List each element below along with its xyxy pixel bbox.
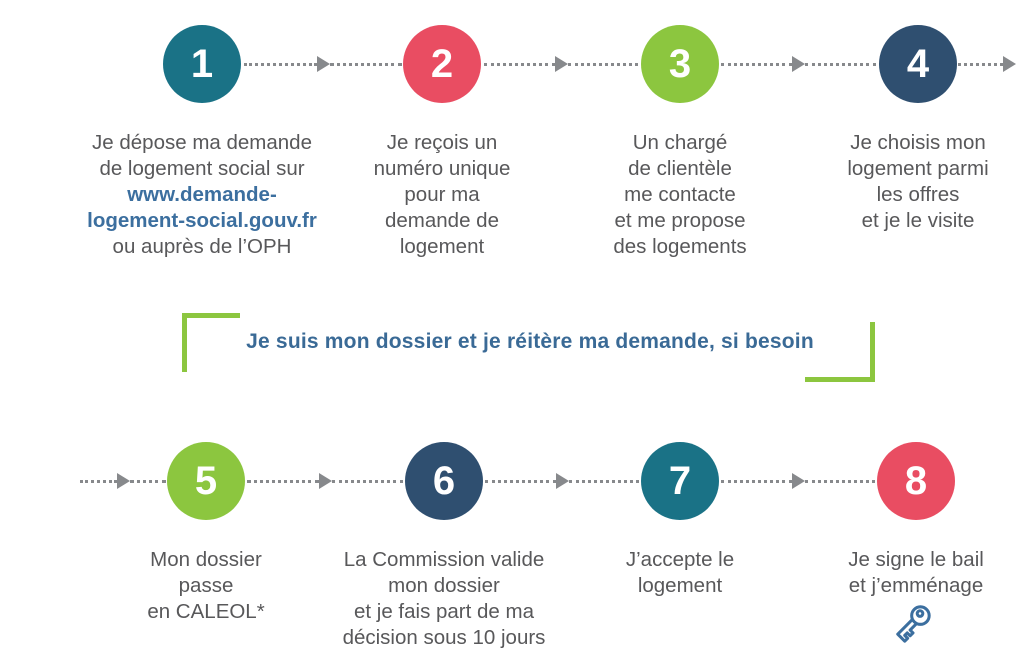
step-6-number-badge: 6	[405, 442, 483, 520]
step-caption-line: décision sous 10 jours	[342, 626, 546, 649]
step-caption-line: ou auprès de l’OPH	[112, 235, 292, 258]
step-caption-line: demande de	[385, 209, 499, 232]
dotted-arrow-connector	[244, 56, 402, 72]
arrowhead-icon	[116, 473, 130, 489]
step-caption-line: et j’emménage	[848, 574, 984, 597]
step-caption-line: passe	[178, 574, 234, 597]
step-3: 3 Un chargé de clientèle me contacte et …	[570, 25, 790, 260]
step-1: 1 Je dépose ma demande de logement socia…	[67, 25, 337, 260]
step-caption-line: Je reçois un	[386, 131, 498, 154]
step-5-number-badge: 5	[167, 442, 245, 520]
dotted-line	[485, 479, 556, 483]
dotted-line	[721, 62, 792, 66]
step-5: 5 Mon dossier passe en CALEOL*	[96, 442, 316, 625]
dotted-arrow-connector	[958, 56, 1016, 72]
step-7-caption: J’accepte le logement	[570, 547, 790, 599]
step-6-caption: La Commission valide mon dossier et je f…	[314, 547, 574, 651]
dotted-line	[721, 479, 792, 483]
dotted-arrow-connector	[721, 473, 875, 489]
green-bracket-bottom-right	[805, 322, 875, 382]
step-8: 8 Je signe le bail et j’emménage	[806, 442, 1024, 599]
step-caption-line: La Commission valide	[343, 548, 545, 571]
step-1-caption: Je dépose ma demande de logement social …	[67, 130, 337, 260]
step-caption-line: Je dépose ma demande	[92, 131, 312, 154]
step-caption-line: de clientèle	[628, 157, 732, 180]
step-2-caption: Je reçois un numéro unique pour ma deman…	[332, 130, 552, 260]
dotted-line	[80, 479, 117, 483]
step-caption-line: et je le visite	[861, 209, 975, 232]
step-caption-line: Un chargé	[632, 131, 728, 154]
green-bracket-top-left	[182, 313, 240, 372]
dotted-line	[244, 62, 317, 66]
step-3-number-badge: 3	[641, 25, 719, 103]
step-1-number-badge: 1	[163, 25, 241, 103]
step-caption-line: numéro unique	[373, 157, 511, 180]
step-caption-line: en CALEOL*	[147, 600, 265, 623]
step-7-number-badge: 7	[641, 442, 719, 520]
dotted-line	[247, 479, 319, 483]
key-icon	[884, 594, 942, 652]
step-7: 7 J’accepte le logement	[570, 442, 790, 599]
dotted-line	[331, 479, 403, 483]
step-8-caption: Je signe le bail et j’emménage	[806, 547, 1024, 599]
step-caption-line: et me propose	[614, 209, 746, 232]
step-2: 2 Je reçois un numéro unique pour ma dem…	[332, 25, 552, 260]
step-4-caption: Je choisis mon logement parmi les offres…	[798, 130, 1024, 234]
arrowhead-icon	[316, 56, 330, 72]
step-8-number-badge: 8	[877, 442, 955, 520]
arrowhead-icon	[555, 473, 569, 489]
dotted-line	[958, 62, 1003, 66]
step-3-caption: Un chargé de clientèle me contacte et me…	[570, 130, 790, 260]
dotted-line	[804, 479, 875, 483]
arrowhead-icon	[554, 56, 568, 72]
step-caption-line: les offres	[876, 183, 960, 206]
step-caption-line: Mon dossier	[150, 548, 262, 571]
step-caption-line: et je fais part de ma	[353, 600, 535, 623]
dotted-line	[567, 62, 638, 66]
website-url-link[interactable]: www.demande-	[127, 183, 277, 206]
step-caption-line: des logements	[613, 235, 747, 258]
arrowhead-icon	[1003, 56, 1016, 72]
arrowhead-icon	[792, 56, 805, 72]
dotted-line	[568, 479, 639, 483]
step-caption-line: logement	[637, 574, 723, 597]
dotted-arrow-connector	[80, 473, 166, 489]
arrowhead-icon	[791, 473, 805, 489]
follow-up-banner-text: Je suis mon dossier et je réitère ma dem…	[246, 330, 814, 353]
step-caption-line: me contacte	[624, 183, 736, 206]
step-caption-line: mon dossier	[388, 574, 500, 597]
step-caption-line: Je signe le bail	[848, 548, 984, 571]
dotted-line	[484, 62, 555, 66]
step-caption-line: pour ma	[404, 183, 480, 206]
step-caption-line: logement parmi	[847, 157, 989, 180]
step-2-number-badge: 2	[403, 25, 481, 103]
step-4-number-badge: 4	[879, 25, 957, 103]
step-caption-line: logement	[399, 235, 485, 258]
dotted-arrow-connector	[484, 56, 638, 72]
website-url-link[interactable]: logement-social.gouv.fr	[87, 209, 317, 232]
step-5-caption: Mon dossier passe en CALEOL*	[96, 547, 316, 625]
dotted-line	[129, 479, 166, 483]
dotted-arrow-connector	[485, 473, 639, 489]
step-6: 6 La Commission valide mon dossier et je…	[314, 442, 574, 651]
dotted-arrow-connector	[721, 56, 876, 72]
dotted-line	[805, 62, 876, 66]
dotted-line	[329, 62, 402, 66]
step-4: 4 Je choisis mon logement parmi les offr…	[798, 25, 1024, 234]
step-caption-line: Je choisis mon	[850, 131, 986, 154]
step-caption-line: de logement social sur	[99, 157, 305, 180]
step-caption-line: J’accepte le	[625, 548, 735, 571]
arrowhead-icon	[318, 473, 332, 489]
dotted-arrow-connector	[247, 473, 403, 489]
